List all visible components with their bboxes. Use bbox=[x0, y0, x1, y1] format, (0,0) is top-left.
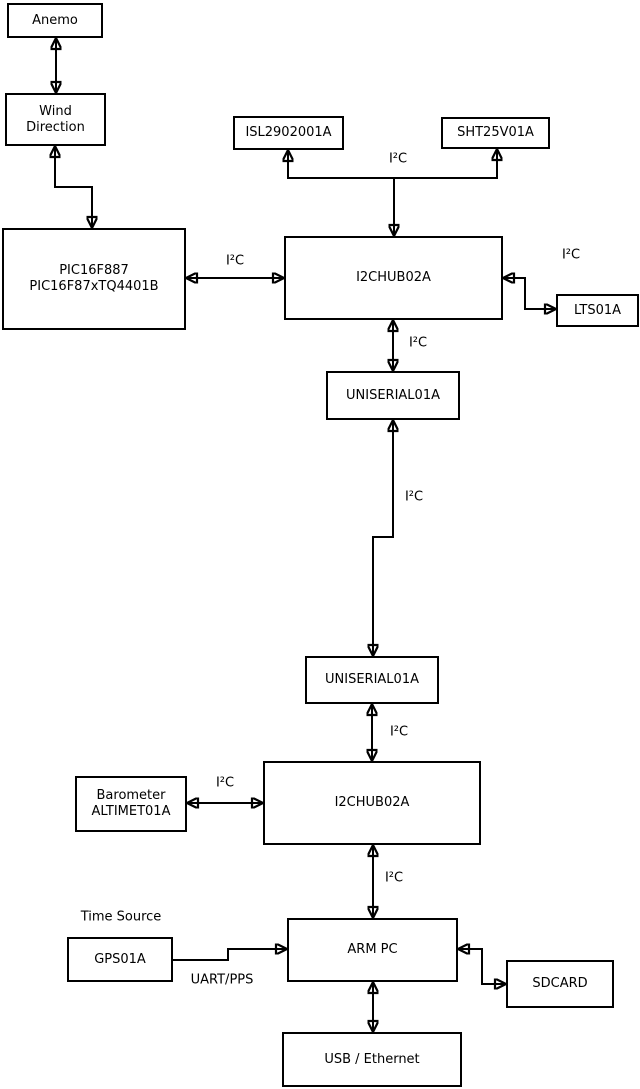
edge-sensor-bus-line bbox=[288, 149, 497, 179]
edge-label-pic-hub1-i2c: I²C bbox=[225, 253, 245, 269]
node-barometer-altimet01a-label: Barometer ALTIMET01A bbox=[91, 788, 171, 819]
edge-label-uniserial1-uniserial2-i2c: I²C bbox=[404, 489, 424, 505]
edge-label-sensor-bus-i2c: I²C bbox=[388, 151, 408, 167]
node-uniserial01a-1-label: UNISERIAL01A bbox=[346, 387, 440, 403]
edge-gps-armpc-line bbox=[173, 949, 287, 961]
node-arm-pc: ARM PC bbox=[287, 918, 458, 982]
edge-label-gps-armpc-uart-pps: UART/PPS bbox=[190, 972, 254, 988]
node-i2chub02a-2: I2CHUB02A bbox=[263, 761, 481, 845]
node-i2chub02a-1: I2CHUB02A bbox=[284, 236, 503, 320]
node-uniserial01a-2: UNISERIAL01A bbox=[305, 656, 439, 704]
node-i2chub02a-1-label: I2CHUB02A bbox=[356, 270, 431, 286]
edge-hub1-lts-line bbox=[503, 278, 556, 309]
node-lts01a-label: LTS01A bbox=[573, 302, 622, 318]
edge-label-hub2-armpc-i2c: I²C bbox=[384, 870, 404, 886]
node-sht25v01a-label: SHT25V01A bbox=[457, 125, 534, 141]
node-i2chub02a-2-label: I2CHUB02A bbox=[334, 795, 410, 811]
node-lts01a: LTS01A bbox=[556, 294, 639, 327]
node-wind-direction: Wind Direction bbox=[5, 93, 106, 146]
edge-label-hub1-uniserial1-i2c: I²C bbox=[408, 335, 428, 351]
node-sdcard-label: SDCARD bbox=[532, 976, 588, 992]
node-arm-pc-label: ARM PC bbox=[347, 942, 398, 958]
edge-label-uniserial2-hub2-i2c: I²C bbox=[389, 724, 409, 740]
annotation-time-source: Time Source bbox=[80, 909, 162, 925]
node-pic16f887: PIC16F887 PIC16F87xTQ4401B bbox=[2, 228, 186, 330]
node-gps01a-label: GPS01A bbox=[94, 951, 146, 967]
node-wind-direction-label: Wind Direction bbox=[26, 103, 85, 135]
edge-label-hub1-lts-i2c: I²C bbox=[561, 247, 581, 263]
node-uniserial01a-1: UNISERIAL01A bbox=[326, 371, 460, 420]
edge-wind-pic-line bbox=[55, 146, 92, 228]
node-usb-ethernet: USB / Ethernet bbox=[282, 1032, 462, 1087]
node-uniserial01a-2-label: UNISERIAL01A bbox=[325, 672, 419, 688]
node-anemo-label: Anemo bbox=[32, 12, 78, 28]
edge-uniserial1-uniserial2-line bbox=[373, 420, 393, 656]
node-pic16f887-label: PIC16F887 PIC16F87xTQ4401B bbox=[29, 263, 159, 294]
node-isl2902001a-label: ISL2902001A bbox=[245, 125, 332, 141]
node-isl2902001a: ISL2902001A bbox=[233, 116, 344, 150]
node-gps01a: GPS01A bbox=[67, 937, 173, 982]
node-anemo: Anemo bbox=[7, 3, 103, 38]
edge-armpc-sdcard-line bbox=[458, 949, 506, 984]
node-sht25v01a: SHT25V01A bbox=[441, 117, 550, 149]
node-barometer-altimet01a: Barometer ALTIMET01A bbox=[75, 776, 187, 832]
node-usb-ethernet-label: USB / Ethernet bbox=[324, 1051, 420, 1067]
edge-label-barometer-hub2-i2c: I²C bbox=[215, 775, 235, 791]
node-sdcard: SDCARD bbox=[506, 960, 614, 1008]
